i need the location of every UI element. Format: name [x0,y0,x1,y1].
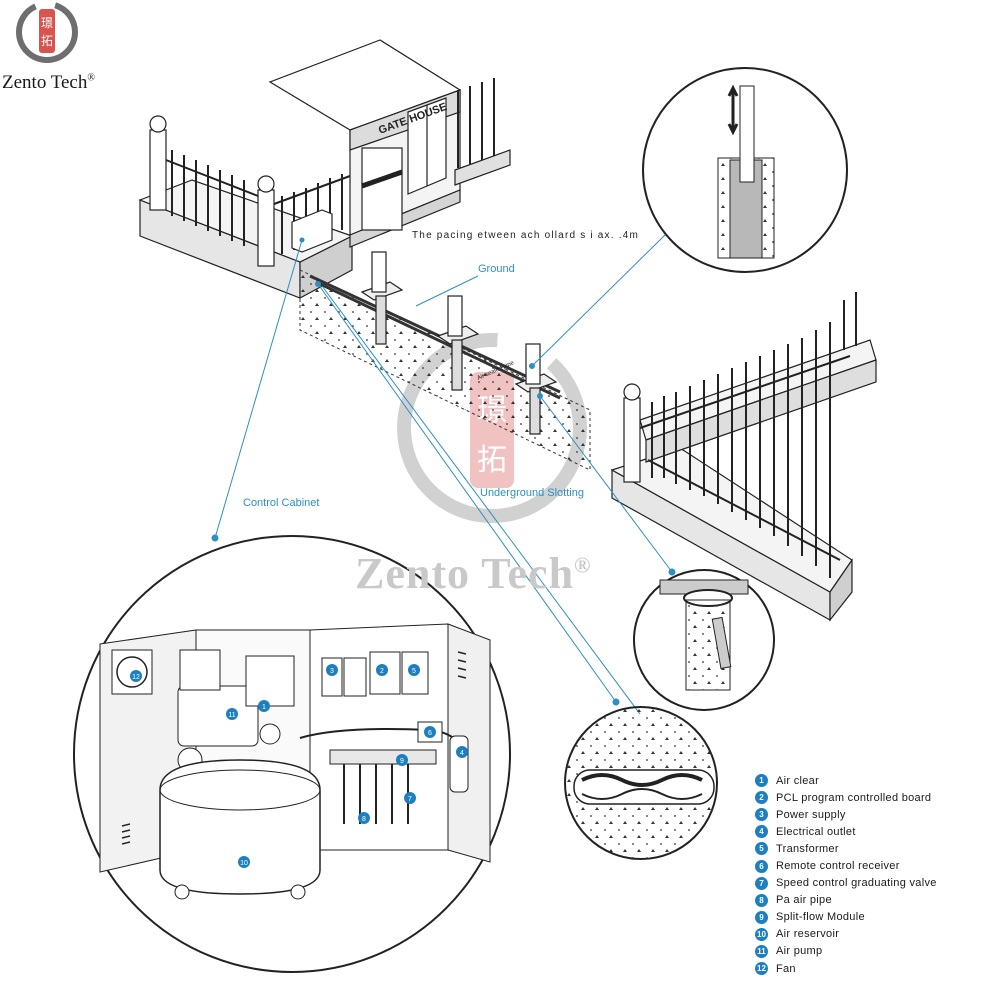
legend-number-badge: 1 [755,774,768,788]
right-fence [610,292,877,622]
legend-item: 10 Air reservoir [755,926,937,943]
legend-number-badge: 4 [755,825,768,839]
legend-label: Transformer [776,842,839,855]
callout-ground: Ground [478,263,515,275]
legend-label: PCL program controlled board [776,791,932,804]
legend-number-badge: 9 [755,910,768,924]
legend-number-badge: 3 [755,808,768,822]
legend-item: 12 Fan [755,960,937,977]
left-fence [138,115,354,300]
legend: 1 Air clear 2 PCL program controlled board 3… [755,772,937,977]
legend-label: Speed control graduating valve [776,877,937,890]
pipe-detail-circle [564,706,718,860]
legend-item: 1 Air clear [755,772,937,789]
spacing-note: The pacing etween ach ollard s i ax. .4m [412,230,639,241]
legend-item: 4 Electrical outlet [755,823,937,840]
legend-item: 9 Split-flow Module [755,909,937,926]
legend-label: Power supply [776,808,846,821]
legend-number-badge: 11 [755,944,768,958]
logo-glyph-2: 拓 [41,34,53,48]
legend-item: 2 PCL program controlled board [755,789,937,806]
badge-1: 1 [262,704,266,711]
badge-9: 9 [400,758,404,765]
seal-glyph-2: 拓 [477,443,507,478]
callout-lines [211,233,676,715]
badge-4: 4 [460,750,464,757]
legend-item: 7 Speed control graduating valve [755,875,937,892]
legend-label: Electrical outlet [776,825,856,838]
cabinet-badges: 12 11 10 9 8 7 6 5 4 3 2 1 [130,664,468,868]
callout-control-cabinet: Control Cabinet [243,497,320,509]
badge-7: 7 [408,796,412,803]
legend-label: Air clear [776,774,820,787]
brand-logo-icon: 璟 拓 [16,1,78,63]
legend-label: Split-flow Module [776,911,865,924]
legend-label: Fan [776,962,796,975]
brand-name: Zento Tech® [2,72,95,93]
legend-label: Remote control receiver [776,860,900,873]
control-cabinet-circle: 12 11 10 9 8 7 6 5 4 3 2 1 [73,535,511,973]
legend-number-badge: 8 [755,893,768,907]
gate-house: GATE HOUSE [268,39,462,248]
legend-number-badge: 7 [755,876,768,890]
legend-number-badge: 12 [755,962,768,976]
ground-slab [299,269,591,471]
callout-underground-slotting: Underground Slotting [480,487,584,499]
badge-3: 3 [330,668,334,675]
legend-number-badge: 5 [755,842,768,856]
legend-item: 8 Pa air pipe [755,892,937,909]
right-fence-upper [454,78,511,186]
legend-label: Pa air pipe [776,894,832,907]
legend-label: Air reservoir [776,928,840,941]
legend-item: 5 Transformer [755,840,937,857]
badge-2: 2 [380,668,384,675]
legend-item: 3 Power supply [755,806,937,823]
logo-glyph-1: 璟 [41,16,53,30]
legend-number-badge: 10 [755,927,768,941]
badge-8: 8 [362,816,366,823]
legend-label: Air pump [776,945,823,958]
legend-item: 11 Air pump [755,943,937,960]
slot-detail-circle [633,569,775,711]
bollard-detail-circle [642,67,848,273]
legend-item: 6 Remote control receiver [755,857,937,874]
legend-number-badge: 2 [755,791,768,805]
watermark-text: Zento Tech® [355,549,592,598]
bollards-row: Air sealed pipe [360,251,558,435]
badge-6: 6 [428,730,432,737]
legend-number-badge: 6 [755,859,768,873]
badge-12: 12 [132,674,140,681]
badge-5: 5 [412,668,416,675]
badge-11: 11 [228,712,235,719]
badge-10: 10 [240,860,248,867]
